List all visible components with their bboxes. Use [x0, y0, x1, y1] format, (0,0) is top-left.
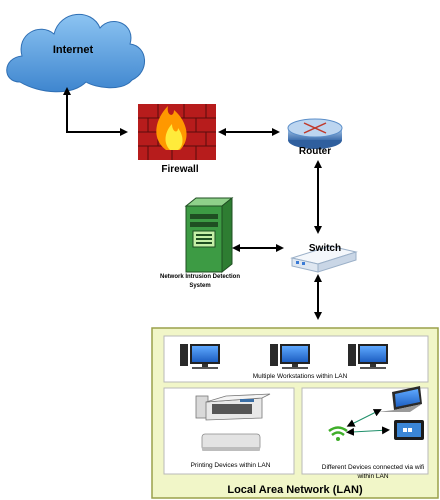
wifi-icon [328, 426, 348, 441]
printer-icon [201, 433, 261, 451]
firewall-icon [138, 104, 216, 160]
lan-title: Local Area Network (LAN) [227, 484, 363, 496]
internet-label: Internet [52, 44, 94, 56]
switch-label: Switch [308, 243, 342, 254]
cloud-icon [6, 13, 145, 93]
desktop-icon [348, 344, 388, 369]
firewall-label: Firewall [161, 164, 199, 175]
printer-icon [195, 393, 271, 421]
router-icon [287, 118, 343, 149]
printing-devices-label: Printing Devices within LAN [190, 462, 271, 469]
switch-icon [290, 245, 358, 273]
tablet-icon [394, 420, 424, 440]
laptop-icon [378, 386, 422, 412]
connectors [63, 87, 322, 320]
ids-label: Network Intrusion Detection System [160, 274, 241, 289]
wifi-devices-label: Different Devices connected via wifi wit… [321, 464, 425, 480]
desktop-icon [180, 344, 220, 369]
server-icon [184, 196, 234, 274]
router-label: Router [298, 146, 332, 157]
wifi-links [346, 409, 390, 436]
workstations-label: Multiple Workstations within LAN [252, 373, 348, 380]
desktop-icon [270, 344, 310, 369]
